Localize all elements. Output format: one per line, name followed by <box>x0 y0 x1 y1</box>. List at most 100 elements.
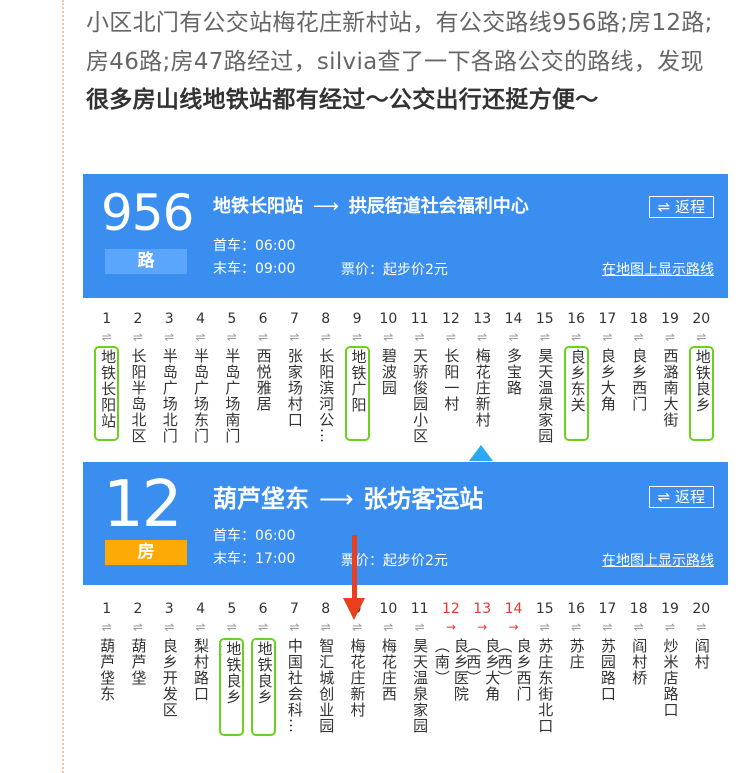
bus-stop[interactable]: 4⇌半岛广场东门 <box>185 310 216 444</box>
stop-name: 地铁长阳站 <box>94 346 120 441</box>
bus-stop[interactable]: 2⇌长阳半岛北区 <box>122 310 153 444</box>
stop-index: 7 <box>289 601 299 617</box>
stop-name: 天骄俊园小区 <box>411 348 430 444</box>
one-way-arrow-icon: → <box>508 620 519 634</box>
bus-stop[interactable]: 13→良乡大角（西） <box>464 600 501 736</box>
fare-info: 票价：起步价2元 <box>341 553 448 569</box>
bus-stop[interactable]: 3⇌良乡开发区 <box>154 600 185 736</box>
bus-stop[interactable]: 12⇌长阳一村 <box>435 310 466 444</box>
show-on-map-link[interactable]: 在地图上显示路线 <box>602 262 714 278</box>
bus-stop[interactable]: 7⇌张家场村口 <box>279 310 310 444</box>
stop-name: 苏园路口 <box>598 638 617 702</box>
bus-stop[interactable]: 2⇌葫芦垡 <box>122 600 153 736</box>
bus-stop[interactable]: 17 ⇌ 苏园路口 <box>592 600 623 736</box>
stop-index: 4 <box>196 601 205 617</box>
bus-stop[interactable]: 5⇌地铁良乡大… <box>216 600 247 736</box>
bidirectional-arrow-icon: ⇌ <box>195 620 206 634</box>
bus-stop[interactable]: 10⇌梅花庄西 <box>373 600 404 736</box>
stop-index: 16 <box>567 311 586 327</box>
return-trip-button[interactable]: ⇌ 返程 <box>648 486 714 508</box>
page-margin-rule <box>62 0 64 773</box>
stop-name: 阎村桥 <box>630 638 649 686</box>
bus-stop[interactable]: 19 ⇌ 炒米店路口 <box>654 600 685 736</box>
bus-stop[interactable]: 11⇌天骄俊园小区 <box>404 310 435 444</box>
bus-stop[interactable]: 1⇌葫芦垡东 <box>91 600 122 736</box>
bus-stop[interactable]: 12→良乡医院（南） <box>433 600 470 736</box>
bus-stop[interactable]: 13⇌梅花庄新村 <box>467 310 498 444</box>
bidirectional-arrow-icon: ⇌ <box>633 620 644 634</box>
stop-index: 13 <box>473 601 492 617</box>
bus-stop[interactable]: 6⇌西悦雅居 <box>247 310 278 444</box>
route-number: 12 <box>103 468 182 542</box>
route-origin: 葫芦垡东 <box>213 485 309 513</box>
bidirectional-arrow-icon: ⇌ <box>320 620 331 634</box>
bus-stop[interactable]: 6⇌地铁良乡大… <box>247 600 278 736</box>
bus-stop[interactable]: 8⇌智汇城创业园 <box>310 600 341 736</box>
stop-index: 15 <box>535 311 554 327</box>
bus-stop[interactable]: 4⇌梨村路口 <box>185 600 216 736</box>
bidirectional-arrow-icon: ⇌ <box>602 620 613 634</box>
stop-name: 地铁良乡大… <box>219 638 245 736</box>
stop-index: 13 <box>473 311 492 327</box>
bus-stop[interactable]: 16⇌良乡东关 <box>560 310 591 444</box>
bus-stop[interactable]: 14→良乡西门（西） <box>496 600 533 736</box>
intro-paragraph: 小区北门有公交站梅花庄新村站，有公交路线956路;房12路;房46路;房47路经… <box>86 4 726 120</box>
bus-stop[interactable]: 1⇌地铁长阳站 <box>91 310 122 444</box>
bus-stop[interactable]: 11⇌昊天温泉家园 <box>404 600 435 736</box>
bus-stop[interactable]: 18⇌阎村桥 <box>623 600 654 736</box>
stop-name: 葫芦垡东 <box>98 638 117 702</box>
stop-index: 3 <box>164 311 174 327</box>
stop-index: 12 <box>442 311 460 327</box>
down-pointer-arrow-shaft <box>352 535 357 600</box>
bus-stop[interactable]: 18⇌良乡西门 <box>623 310 654 444</box>
stop-index: 19 <box>661 311 679 327</box>
bus-stop[interactable]: 16⇌苏庄 <box>560 600 591 736</box>
stop-index: 17 <box>598 311 617 327</box>
stop-index: 20 <box>692 311 711 327</box>
bus-stop[interactable]: 20⇌阎村 <box>686 600 717 736</box>
return-trip-button[interactable]: ⇌ 返程 <box>648 196 714 218</box>
bus-stop[interactable]: 20⇌地铁良乡南… <box>686 310 717 444</box>
schedule: 首车：06:00 末车：09:00 <box>213 235 295 281</box>
stop-index: 6 <box>258 601 268 617</box>
bidirectional-arrow-icon: ⇌ <box>226 330 237 344</box>
bidirectional-arrow-icon: ⇌ <box>164 620 175 634</box>
bus-stop[interactable]: 3⇌半岛广场北门 <box>154 310 185 444</box>
stop-index: 8 <box>321 311 331 327</box>
bus-stop[interactable]: 8⇌长阳滨河公… <box>310 310 341 444</box>
first-bus-time: 首车：06:00 <box>213 528 296 544</box>
bus-stop[interactable]: 5⇌半岛广场南门 <box>216 310 247 444</box>
bus-stop[interactable]: 17⇌良乡大角 <box>592 310 623 444</box>
route-card-12: 12 房 葫芦垡东⟶张坊客运站 ⇌ 返程 首车：06:00 末车：17:00 票… <box>83 462 728 767</box>
stop-index: 1 <box>102 601 112 617</box>
stop-name: 良乡大角 <box>598 348 617 412</box>
bidirectional-arrow-icon: ⇌ <box>539 330 550 344</box>
stop-name: 炒米店路口 <box>661 638 680 718</box>
bidirectional-arrow-icon: ⇌ <box>664 620 676 634</box>
bidirectional-arrow-icon: ⇌ <box>445 330 456 344</box>
stop-name: 中国社会科… <box>285 638 304 734</box>
stop-name: 长阳半岛北区 <box>129 348 148 444</box>
stop-name: 梅花庄新村 <box>348 638 367 718</box>
bus-stop[interactable]: 19⇌西潞南大街 <box>654 310 685 444</box>
bus-stop[interactable]: 7 ⇌ 中国社会科… <box>279 600 310 736</box>
bidirectional-arrow-icon: ⇌ <box>414 620 425 634</box>
bidirectional-arrow-icon: ⇌ <box>289 620 300 634</box>
route-direction: 地铁长阳站⟶拱辰街道社会福利中心 <box>213 192 529 218</box>
bus-stop[interactable]: 10⇌碧波园 <box>373 310 404 444</box>
stop-index: 11 <box>410 601 429 617</box>
route-direction: 葫芦垡东⟶张坊客运站 <box>213 479 483 514</box>
stop-index: 10 <box>379 601 398 617</box>
bus-stop[interactable]: 15⇌苏庄东街北口 <box>529 600 560 736</box>
bus-stop[interactable]: 9⇌地铁广阳城… <box>341 310 372 444</box>
bus-stop[interactable]: 9⇌梅花庄新村 <box>341 600 372 736</box>
bus-stop[interactable]: 15⇌昊天温泉家园 <box>529 310 560 444</box>
stop-index: 17 <box>598 601 617 617</box>
stop-index: 19 <box>661 601 679 617</box>
stop-index: 8 <box>321 601 331 617</box>
bus-stop[interactable]: 14⇌多宝路 <box>498 310 529 444</box>
stop-index: 10 <box>379 311 398 327</box>
stop-index: 15 <box>535 601 554 617</box>
bidirectional-arrow-icon: ⇌ <box>132 620 143 634</box>
show-on-map-link[interactable]: 在地图上显示路线 <box>602 553 714 569</box>
